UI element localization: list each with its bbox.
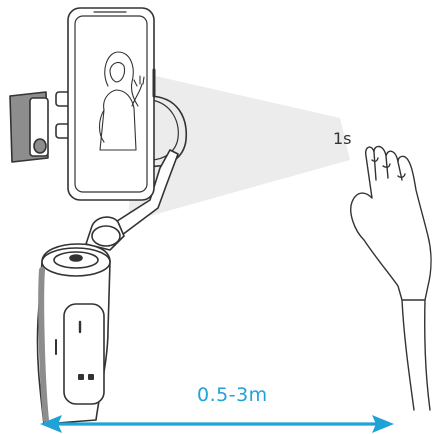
palm-gesture-icon <box>351 146 431 410</box>
gimbal-stabilizer-icon <box>10 8 186 424</box>
timer-label: 1s <box>333 131 352 147</box>
handle-control-panel <box>64 304 104 404</box>
distance-label: 0.5-3m <box>197 386 268 405</box>
